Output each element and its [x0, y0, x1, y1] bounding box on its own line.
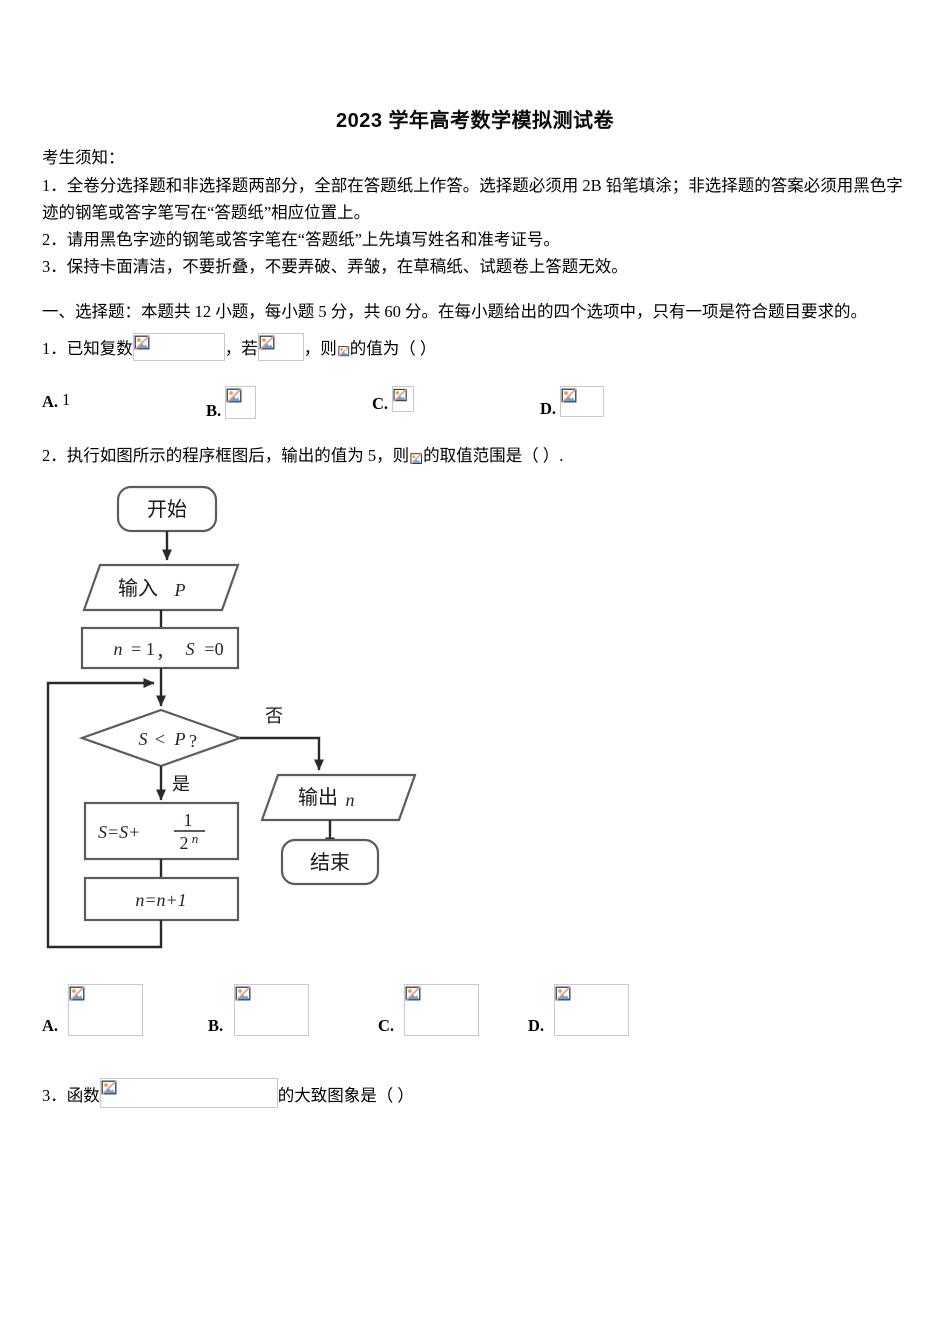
connector-loop-back — [46, 678, 163, 949]
broken-image-icon — [404, 984, 479, 1036]
flow-branch-yes-label: 是 — [172, 774, 190, 794]
flow-process-expression: S=S+ — [98, 822, 140, 842]
notice-item-1: 1．全卷分选择题和非选择题两部分，全部在答题纸上作答。选择题必须用 2B 铅笔填… — [42, 176, 903, 222]
question-2-text-part-2: 的取值范围是（ ）. — [423, 446, 564, 465]
option-label: A. — [42, 1015, 59, 1035]
question-3-stem: 3．函数 的大致图象是（ ） — [42, 1078, 414, 1108]
broken-image-icon — [560, 386, 605, 417]
broken-image-glyph — [101, 1080, 117, 1095]
flow-process-fraction-exponent: n — [192, 831, 199, 846]
flow-increment-label: n=n+1 — [135, 890, 186, 910]
flow-init-n-value: = 1 — [131, 639, 155, 659]
broken-image-glyph — [134, 335, 150, 350]
flow-decision-left: S — [139, 729, 148, 749]
question-2-option-d[interactable]: D. — [528, 984, 629, 1036]
question-3-text-part-1: 函数 — [66, 1086, 100, 1105]
option-label: C. — [372, 393, 389, 413]
question-1-option-c[interactable]: C. — [372, 386, 415, 413]
flow-input-var: P — [174, 580, 186, 600]
flow-process-fraction-numerator: 1 — [184, 810, 193, 830]
question-1-text-part-2: ，若 — [224, 339, 258, 358]
broken-image-icon — [234, 984, 309, 1036]
option-label: D. — [528, 1015, 545, 1035]
question-1-option-d[interactable]: D. — [540, 386, 605, 418]
section-header-multiple-choice: 一、选择题：本题共 12 小题，每小题 5 分，共 60 分。在每小题给出的四个… — [42, 302, 867, 321]
broken-image-glyph — [69, 986, 85, 1001]
flow-process-shape — [83, 801, 240, 861]
question-1-stem: 1．已知复数 ，若 ，则 的值为（ ） — [42, 333, 436, 361]
broken-image-glyph — [555, 986, 571, 1001]
broken-image-glyph — [338, 345, 350, 357]
page-title: 2023 学年高考数学模拟测试卷 — [335, 110, 615, 132]
broken-image-icon — [257, 333, 304, 361]
flow-init-s-value: =0 — [204, 639, 223, 659]
question-2-option-b[interactable]: B. — [208, 984, 309, 1036]
broken-image-glyph — [405, 986, 421, 1001]
flow-init-s: S — [186, 639, 195, 659]
broken-image-glyph — [226, 388, 243, 403]
question-1-text-part-1: 已知复数 — [66, 339, 133, 358]
flow-end-shape — [280, 838, 380, 886]
question-2-option-a[interactable]: A. — [42, 984, 143, 1036]
question-1-number: 1． — [42, 339, 67, 358]
notice-item-3: 3．保持卡面清洁，不要折叠，不要弄破、弄皱，在草稿纸、试题卷上答题无效。 — [42, 257, 628, 276]
question-2-option-c[interactable]: C. — [378, 984, 479, 1036]
notice-item-2: 2．请用黑色字迹的钢笔或答字笔在“答题纸”上先填写姓名和准考证号。 — [42, 230, 560, 249]
option-label: A. — [42, 391, 59, 411]
question-1-option-a[interactable]: A.1 — [42, 390, 70, 410]
broken-image-icon — [392, 386, 415, 412]
option-label: B. — [208, 1015, 224, 1035]
broken-image-icon — [99, 1078, 278, 1108]
connector-no-branch — [240, 736, 324, 771]
broken-image-glyph — [235, 986, 251, 1001]
flow-decision-right: P — [174, 729, 186, 749]
broken-image-icon — [336, 343, 350, 361]
notice-heading: 考生须知： — [42, 148, 125, 167]
flow-decision-question-mark: ? — [189, 731, 197, 751]
flow-process-fraction-denominator: 2 — [180, 833, 189, 853]
flow-start-label: 开始 — [147, 498, 187, 521]
flow-init-n: n — [114, 639, 123, 659]
flow-output-var: n — [346, 790, 355, 810]
question-3-number: 3． — [42, 1086, 67, 1105]
notice-list: 1．全卷分选择题和非选择题两部分，全部在答题纸上作答。选择题必须用 2B 铅笔填… — [42, 172, 918, 280]
option-label: D. — [540, 398, 557, 418]
flow-output-label: 输出 — [298, 786, 338, 809]
question-2-number: 2． — [42, 446, 67, 465]
broken-image-glyph — [561, 388, 578, 403]
broken-image-glyph — [393, 388, 408, 402]
broken-image-icon — [554, 984, 629, 1036]
broken-image-glyph — [259, 335, 275, 350]
question-2-text-part-1: 执行如图所示的程序框图后，输出的值为 5，则 — [66, 446, 410, 465]
flow-output-shape — [260, 773, 417, 822]
question-1-text-part-3: ，则 — [303, 339, 337, 358]
broken-image-icon — [409, 450, 424, 468]
option-label: C. — [378, 1015, 395, 1035]
broken-image-icon — [132, 333, 225, 361]
flowchart-svg: 开始 输入 P n = 1 ， S =0 S < P ? — [46, 485, 417, 949]
flow-decision-operator: < — [155, 729, 165, 749]
question-1-option-b[interactable]: B. — [206, 386, 257, 420]
flow-init-comma: ， — [156, 642, 174, 662]
question-3-text-part-2: 的大致图象是（ ） — [277, 1086, 414, 1105]
program-flowchart-diagram: 开始 输入 P n = 1 ， S =0 S < P ? — [30, 470, 460, 960]
option-label: B. — [206, 400, 222, 420]
flow-end-label: 结束 — [310, 851, 350, 874]
question-1-text-part-4: 的值为（ ） — [349, 339, 437, 358]
flow-input-shape — [82, 563, 240, 612]
flow-branch-no-label: 否 — [265, 706, 283, 726]
broken-image-glyph — [410, 452, 423, 465]
flow-input-label: 输入 — [118, 577, 158, 600]
broken-image-icon — [225, 386, 257, 419]
broken-image-icon — [68, 984, 143, 1036]
option-value: 1 — [62, 390, 71, 409]
question-2-stem: 2．执行如图所示的程序框图后，输出的值为 5，则 的取值范围是（ ）. — [42, 444, 563, 468]
